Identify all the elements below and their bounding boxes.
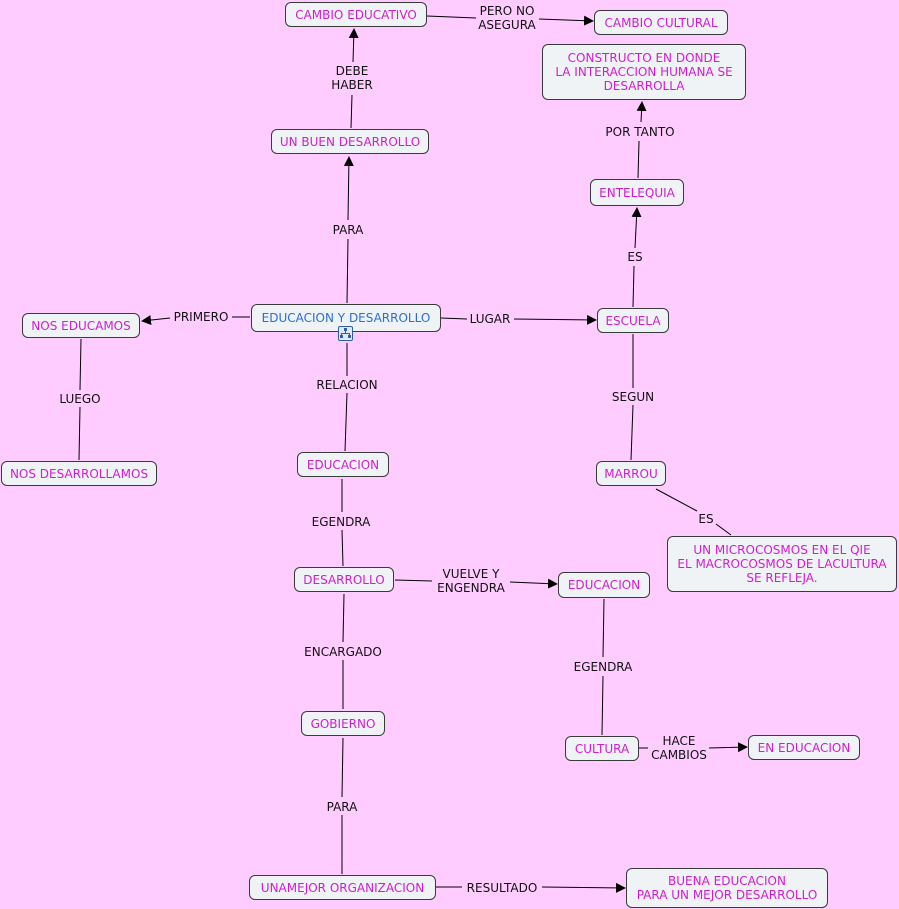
node-cultura[interactable]: CULTURA [565, 736, 639, 761]
node-educacion[interactable]: EDUCACION [297, 452, 389, 477]
connector-line [343, 156, 354, 221]
node-cambio-cultural[interactable]: CAMBIO CULTURAL [594, 10, 728, 35]
connector-line [632, 265, 635, 308]
link-label: ES [696, 512, 716, 526]
connector-line [426, 15, 477, 19]
connector-line [602, 598, 605, 658]
node-gobierno[interactable]: GOBIERNO [301, 711, 385, 736]
link-label: ES [625, 250, 645, 264]
node-buen-desarrollo[interactable]: UN BUEN DESARROLLO [271, 129, 429, 154]
link-label: PARA [330, 223, 366, 237]
connector-line [541, 882, 626, 893]
link-label: LUEGO [57, 392, 103, 406]
connector-line [78, 406, 81, 461]
connector-line [601, 675, 604, 736]
connector-line [348, 28, 359, 63]
node-microcosmos[interactable]: UN MICROCOSMOS EN EL QIE EL MACROCOSMOS … [667, 536, 897, 592]
connector-line [141, 315, 171, 326]
connector-line [440, 317, 468, 320]
connector-line [513, 314, 597, 325]
connector-line [341, 737, 344, 798]
link-label: RELACION [314, 378, 380, 392]
connector-line [350, 94, 353, 129]
connector-line [708, 742, 748, 753]
connector-line [394, 579, 433, 582]
node-marrou[interactable]: MARROU [596, 461, 666, 486]
connector-line [341, 529, 344, 567]
node-escuela[interactable]: ESCUELA [597, 308, 669, 333]
node-entelequia[interactable]: ENTELEQUIA [590, 179, 684, 206]
connector-line [538, 15, 594, 26]
node-en-educacion[interactable]: EN EDUCACION [748, 735, 860, 760]
connector-line [655, 488, 698, 512]
link-label: HACE CAMBIOS [649, 734, 709, 762]
node-mejor-organizacion[interactable]: UNAMEJOR ORGANIZACION [249, 875, 436, 900]
connector-line [79, 338, 82, 391]
link-label: VUELVE Y ENGENDRA [435, 567, 507, 595]
connector-line [509, 578, 558, 589]
node-nos-educamos[interactable]: NOS EDUCAMOS [22, 313, 140, 338]
link-label: PARA [324, 800, 360, 814]
connector-line [637, 140, 640, 179]
link-label: LUGAR [467, 312, 513, 326]
connector-line [631, 207, 642, 249]
connector-line [636, 101, 647, 123]
node-educacion-2[interactable]: EDUCACION [558, 572, 650, 598]
concept-map-resource-icon[interactable] [338, 326, 353, 341]
connector-line [630, 404, 634, 461]
node-buena-educacion[interactable]: BUENA EDUCACION PARA UN MEJOR DESARROLLO [626, 868, 828, 908]
link-label: ENCARGADO [302, 645, 384, 659]
link-label: EGENDRA [571, 660, 635, 674]
link-label: PERO NO ASEGURA [476, 4, 538, 32]
connector-line [342, 593, 345, 643]
connector-line [715, 523, 732, 536]
node-constructo[interactable]: CONSTRUCTO EN DONDE LA INTERACCION HUMAN… [542, 44, 746, 100]
link-label: SEGUN [609, 390, 657, 404]
link-label: DEBE HABER [329, 64, 375, 92]
connector-line [346, 238, 349, 304]
node-desarrollo[interactable]: DESARROLLO [294, 567, 394, 592]
link-label: RESULTADO [464, 881, 540, 895]
link-label: PRIMERO [171, 310, 231, 324]
connector-line [344, 392, 348, 452]
link-label: POR TANTO [603, 125, 677, 139]
node-cambio-educativo[interactable]: CAMBIO EDUCATIVO [285, 2, 427, 27]
node-nos-desarrollamos[interactable]: NOS DESARROLLAMOS [1, 461, 157, 486]
link-label: EGENDRA [309, 515, 373, 529]
